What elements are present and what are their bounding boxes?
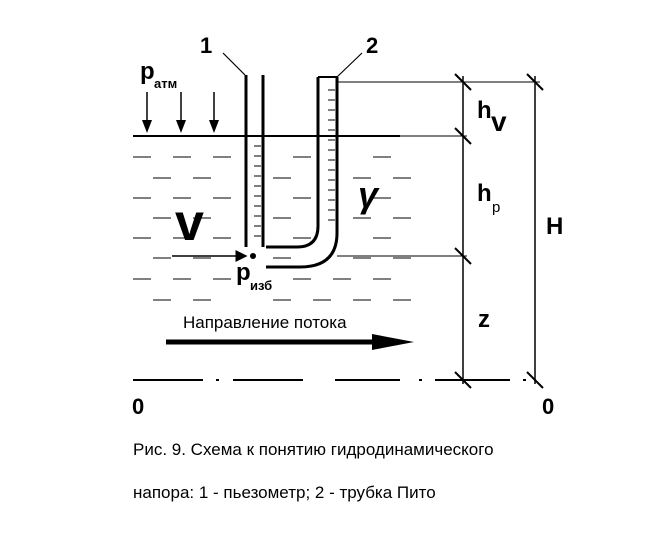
datum-zero-right: 0 <box>542 394 554 419</box>
velocity-label: v <box>175 194 204 252</box>
tube1-leader <box>222 52 246 76</box>
piezometer-scale <box>254 145 261 237</box>
dimension-lines <box>462 76 536 384</box>
gamma-label: γ <box>358 174 380 215</box>
flow-direction-arrowhead <box>372 334 414 350</box>
datum-zero-left: 0 <box>132 394 144 419</box>
piezometer-tube <box>244 75 265 247</box>
pitot-tube-inner-wall <box>266 77 320 249</box>
p-izb-subscript: изб <box>250 278 272 293</box>
water-hatching <box>133 156 411 301</box>
atm-pressure-arrows <box>142 92 219 133</box>
p-izb-label: p <box>236 259 251 286</box>
pitot-scale <box>328 89 335 221</box>
tube2-leader <box>336 52 363 78</box>
p-atm-subscript: атм <box>154 76 177 91</box>
flow-direction-label: Направление потока <box>183 313 347 332</box>
hv-label: h <box>477 97 492 124</box>
z-label: z <box>478 306 490 333</box>
tube1-number: 1 <box>200 33 212 58</box>
H-label: H <box>546 213 563 240</box>
tube2-number: 2 <box>366 33 378 58</box>
measurement-point <box>250 253 256 259</box>
dimension-ticks <box>454 73 544 389</box>
figure-caption-line-2: напора: 1 - пьезометр; 2 - трубка Пито <box>133 483 436 502</box>
dimension-extension-lines <box>337 81 540 257</box>
figure-caption-line-1: Рис. 9. Схема к понятию гидродинамическо… <box>133 440 494 459</box>
hv-subscript: v <box>491 106 507 137</box>
p-atm-label: p <box>140 58 155 85</box>
pitot-tube-outer-wall <box>266 77 339 269</box>
hp-subscript: p <box>492 199 500 216</box>
hp-label: h <box>477 180 492 207</box>
